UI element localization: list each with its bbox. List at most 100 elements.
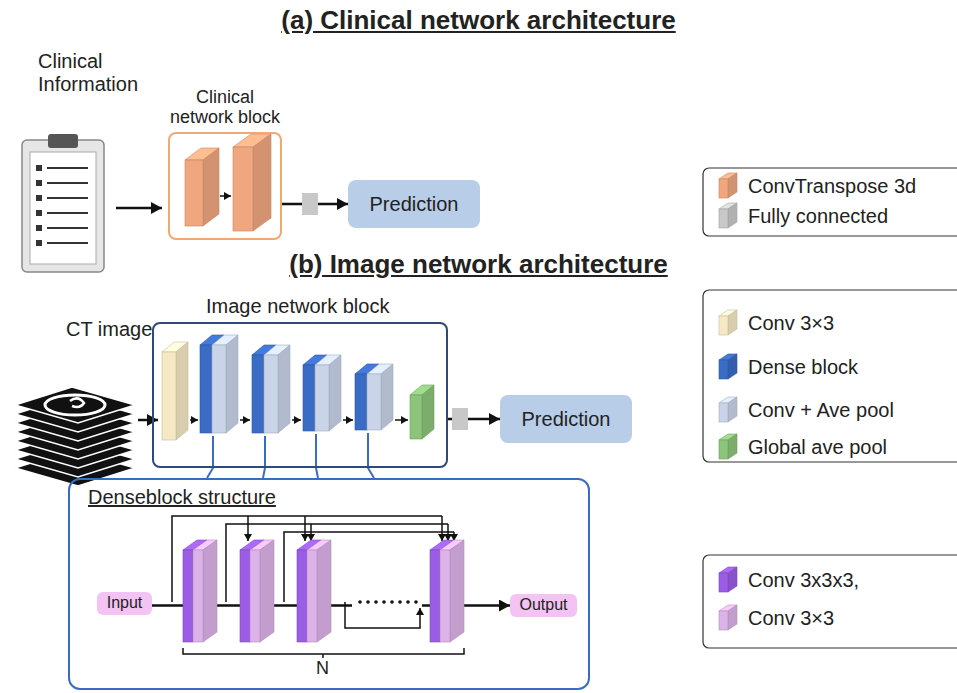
clipboard-line (47, 212, 88, 214)
clipboard-line (47, 182, 88, 184)
legend-swatch-shape-side (728, 203, 737, 228)
legend-item: ConvTranspose 3d (716, 172, 916, 200)
image-network-block: Image network block (152, 322, 448, 468)
conv2d-layer-front (193, 550, 203, 642)
conv-pool-layer-side (381, 364, 393, 430)
global-pool-layer-front (410, 395, 422, 439)
legend-swatch-shape (719, 434, 737, 459)
legend-item: Conv 3x3x3, (716, 566, 859, 594)
legend-label: Conv 3×3 (748, 312, 834, 335)
block-heading: Denseblock structure (88, 486, 276, 509)
convtranspose-layer (233, 134, 271, 231)
legend-frame (703, 290, 957, 462)
ellipsis-dot (382, 600, 386, 604)
legend-swatch-shape (719, 203, 737, 228)
ellipsis-dot (358, 600, 362, 604)
conv-pool-layer (367, 364, 393, 430)
legend-swatch-shape-side (728, 354, 737, 379)
legend-swatch (716, 353, 740, 381)
clipboard-bullet (36, 165, 42, 171)
conv2d-layer (193, 540, 217, 642)
clipboard-line (47, 197, 88, 199)
clipboard-line (47, 242, 88, 244)
fully-connected-layer (302, 193, 318, 215)
legend-swatch (716, 566, 740, 594)
legend-swatch (716, 309, 740, 337)
conv-pool-layer (264, 345, 290, 433)
gap-mask (352, 596, 422, 608)
conv2d-layer-side (203, 540, 217, 642)
dense-block-guide (207, 436, 213, 478)
conv3d-layer-front (183, 550, 193, 642)
layer-arrow (240, 419, 250, 421)
legend-label: Conv + Ave pool (748, 399, 894, 422)
conv-pool-layer-side (226, 335, 238, 433)
clinical-network-block: Clinical network block (168, 132, 282, 240)
conv-pool-layer-side (329, 355, 341, 431)
legend-swatch (716, 172, 740, 200)
legend-swatch-shape-front (719, 573, 728, 592)
node-label: Prediction (370, 193, 459, 216)
conv2d-layer (307, 540, 331, 642)
clipboard-line (47, 227, 88, 229)
repeat-count: N (316, 658, 329, 679)
block-heading: Image network block (206, 295, 389, 318)
section-title: (a) Clinical network architecture (0, 6, 957, 36)
illustration (15, 134, 957, 658)
conv-pool-layer-front (367, 374, 381, 430)
conv3d-layer-front (240, 550, 250, 642)
input-label: CT image (66, 318, 186, 341)
repeat-bracket (183, 648, 464, 658)
conv2d-layer-side (260, 540, 274, 642)
skip-connection-arrow (247, 516, 249, 541)
node-label: Prediction (522, 408, 611, 431)
ellipsis-dot (414, 600, 418, 604)
input-arrow (116, 207, 162, 210)
clipboard-paper (30, 152, 96, 264)
legend-swatch-shape (719, 354, 737, 379)
node-label: Output (519, 596, 567, 614)
legend-swatch (716, 396, 740, 424)
legend-swatch-shape-side (728, 567, 737, 592)
legend-swatch-shape-front (719, 403, 728, 422)
section-title: (b) Image network architecture (0, 250, 957, 280)
legend-frame (703, 168, 957, 236)
legend-item: Conv 3×3 (716, 309, 834, 337)
legend-swatch-shape-front (719, 360, 728, 379)
legend-item: Dense block (716, 353, 858, 381)
legend-label: Conv 3x3x3, (748, 569, 859, 592)
legend-label: Dense block (748, 356, 858, 379)
conv2d-layer-front (250, 550, 260, 642)
clipboard-board (22, 140, 104, 272)
clipboard-line (47, 167, 88, 169)
conv-layer (162, 342, 188, 440)
ellipsis-dot (398, 600, 402, 604)
conv2d-layer-front (307, 550, 317, 642)
skip-connection-arrow (304, 516, 306, 541)
layer-arrow (292, 419, 301, 421)
legend-item: Conv + Ave pool (716, 396, 894, 424)
conv3d-layer-front (297, 550, 307, 642)
legend-swatch-shape-side (728, 310, 737, 335)
conv-pool-layer (315, 355, 341, 431)
block-heading: Clinical network block (163, 87, 287, 128)
legend-item: Global ave pool (716, 433, 887, 461)
global-pool-layer-side (422, 385, 434, 439)
ct-slice (15, 387, 135, 423)
dense-block-guide (316, 434, 318, 478)
legend-label: Global ave pool (748, 436, 887, 459)
conv2d-layer-front (440, 550, 450, 642)
legend-swatch (716, 433, 740, 461)
legend-swatch-shape-front (719, 316, 728, 335)
ellipsis-dot (390, 600, 394, 604)
ct-image-stack (15, 387, 135, 486)
dense-block-layer-front (200, 345, 212, 433)
dense-block-guide (263, 436, 265, 478)
global-pool-layer (410, 385, 434, 439)
conv2d-layer (440, 540, 464, 642)
legend-swatch-shape-side (728, 397, 737, 422)
clipboard-bullet (36, 210, 42, 216)
legend-swatch-shape (719, 397, 737, 422)
input-label: Clinical Information (38, 50, 158, 96)
